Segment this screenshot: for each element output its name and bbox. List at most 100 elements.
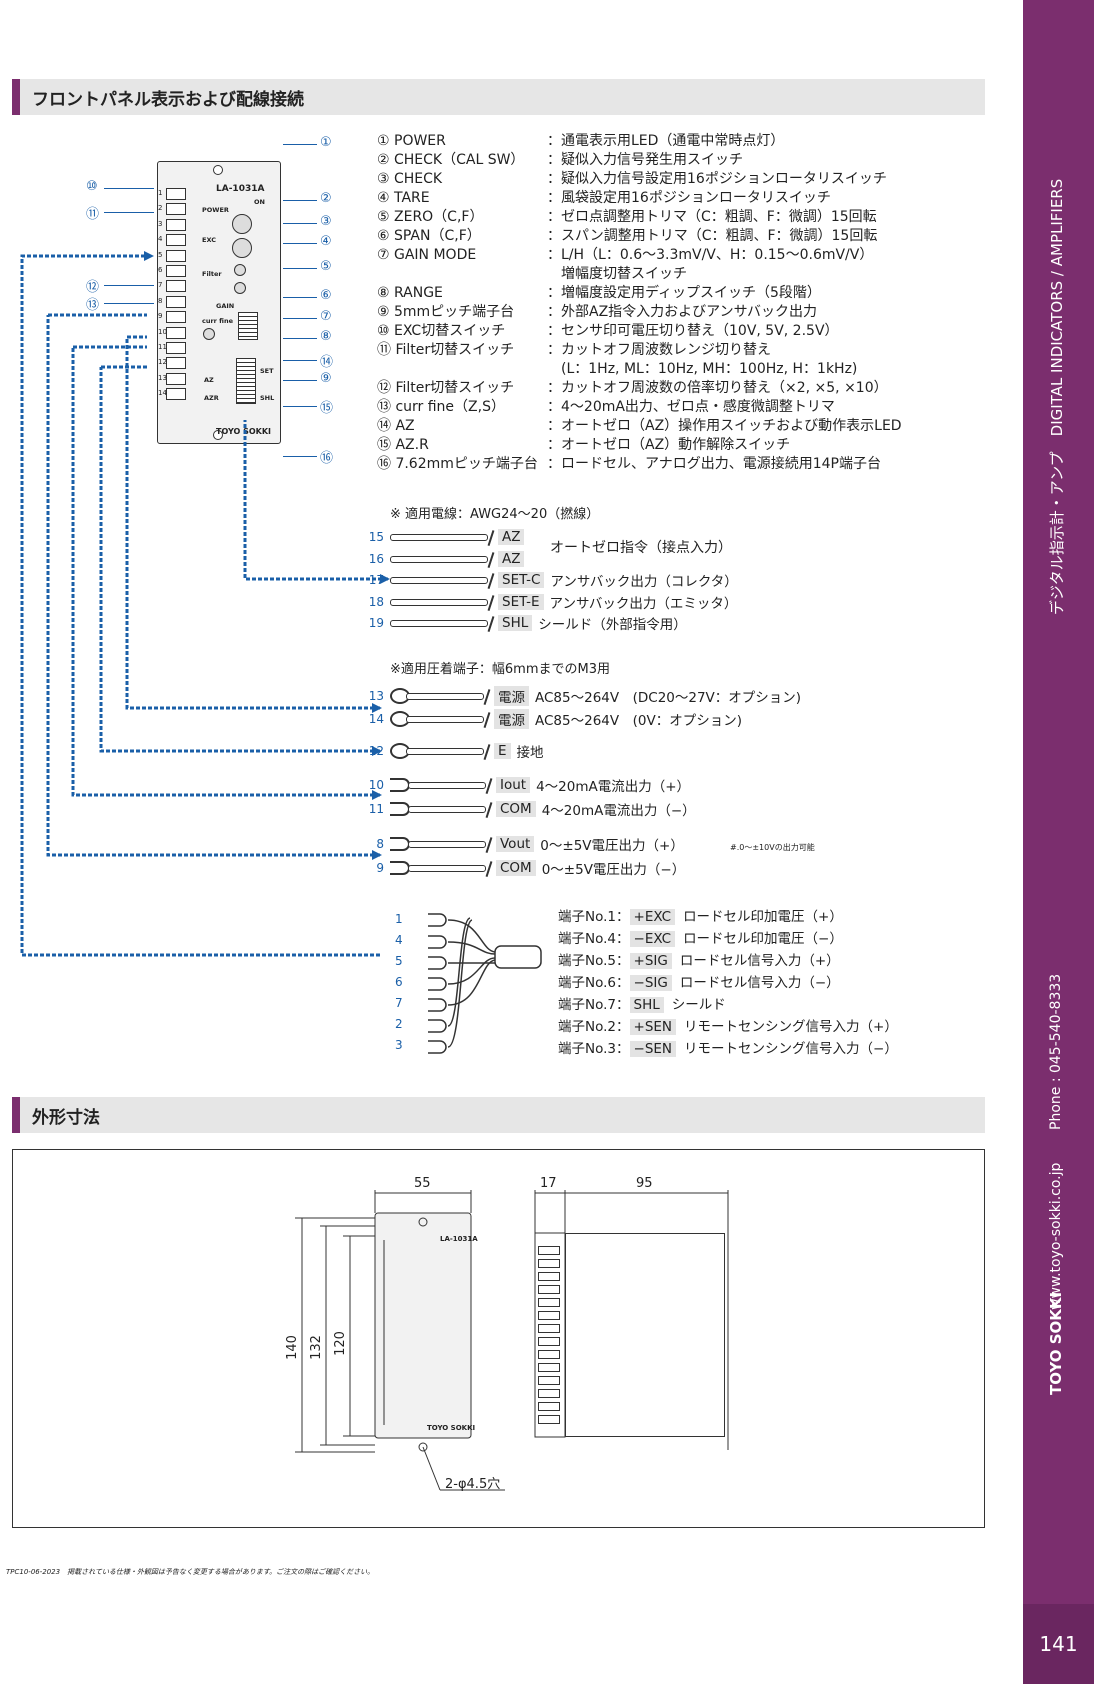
- wire-cable-icon: [390, 598, 488, 606]
- loadcell-terminal-number: 7: [395, 996, 403, 1010]
- spec-row: ② CHECK（CAL SW）：疑似入力信号発生用スイッチ: [377, 151, 902, 170]
- side-view-terminal: [538, 1376, 560, 1385]
- panel-terminal: [166, 280, 186, 293]
- panel-filter-label: Filter: [202, 270, 222, 278]
- wire-tag: SET-C: [498, 572, 545, 588]
- footer-note: TPC10-06-2023 掲載されている仕様・外観図は予告なく変更する場合があ…: [6, 1568, 375, 1576]
- spec-key: ⑮ AZ.R: [377, 437, 429, 453]
- side-view-terminal: [538, 1402, 560, 1411]
- spec-row: ⑧ RANGE ：増幅度設定用ディップスイッチ（5段階）: [377, 284, 902, 303]
- spec-value: ：オートゼロ（AZ）操作用スイッチおよび動作表示LED: [547, 418, 902, 434]
- loadcell-terminal-number: 3: [395, 1038, 403, 1052]
- sidebar-phone: Phone : 045-540-8333: [1048, 973, 1064, 1130]
- spec-value: 増幅度切替スイッチ: [547, 266, 687, 282]
- callout-13: ⑬: [86, 298, 100, 313]
- callout-line: [104, 212, 154, 213]
- side-view-terminal: [538, 1298, 560, 1307]
- loadcell-tag: +SIG: [629, 953, 672, 969]
- spec-list: ① POWER：通電表示用LED（通電中常時点灯）② CHECK（CAL SW）…: [377, 132, 902, 474]
- wire-tag: 電源: [494, 686, 529, 706]
- side-view-terminal: [538, 1337, 560, 1346]
- wire-note: ※ 適用電線：AWG24〜20（撚線）: [390, 507, 600, 522]
- dim-height-120: 120: [332, 1331, 348, 1356]
- dim-height-132: 132: [308, 1335, 324, 1360]
- panel-terminal: [166, 188, 186, 200]
- callout-11: ⑪: [86, 207, 100, 222]
- loadcell-row: 端子No.5：+SIG ロードセル信号入力（+）: [558, 949, 898, 971]
- callout-9: ⑨: [320, 371, 332, 386]
- wire-tag: SET-E: [498, 594, 544, 610]
- dim-height-140: 140: [284, 1335, 300, 1360]
- spec-value: ：ロードセル、アナログ出力、電源接続用14P端子台: [547, 456, 881, 472]
- side-view-terminal: [538, 1311, 560, 1320]
- front-panel-drawing: LA-1031A POWER ON EXC Filter GAIN curr f…: [157, 161, 281, 444]
- mount-hole-top: [213, 165, 223, 175]
- panel-terminal-number: 1: [158, 189, 163, 197]
- spec-row: 増幅度切替スイッチ: [377, 265, 902, 284]
- panel-terminal: [166, 249, 186, 262]
- tare-rotary-icon: [232, 238, 252, 258]
- spec-value: ：カットオフ周波数レンジ切り替え: [547, 342, 771, 358]
- panel-terminal-number: 5: [158, 250, 163, 259]
- wire-terminal-number: 18: [368, 595, 384, 609]
- dim-width: 55: [414, 1176, 431, 1191]
- callout-15: ⑮: [320, 401, 334, 416]
- spec-row: ⑪ Filter切替スイッチ：カットオフ周波数レンジ切り替え: [377, 341, 902, 360]
- fork-terminal-icon: [390, 802, 410, 816]
- dim-front-brand: TOYO SOKKI: [427, 1424, 476, 1432]
- fork-terminal-icon: [390, 778, 410, 792]
- spec-key: ⑧ RANGE: [377, 285, 443, 301]
- panel-terminal-number: 8: [158, 296, 163, 305]
- spec-value: ：増幅度設定用ディップスイッチ（5段階）: [547, 285, 821, 301]
- spec-row: ⑭ AZ ：オートゼロ（AZ）操作用スイッチおよび動作表示LED: [377, 417, 902, 436]
- wire-description: アンサバック出力（エミッタ）: [549, 596, 738, 612]
- panel-terminal: [166, 265, 186, 277]
- spec-key: ⑭ AZ: [377, 418, 415, 434]
- callout-4: ④: [320, 234, 332, 249]
- section-header-dimensions: 外形寸法: [12, 1097, 985, 1133]
- wire-tag: Iout: [496, 777, 531, 793]
- side-view-body: [565, 1233, 725, 1437]
- spec-row: (L：1Hz, ML：10Hz, MH：100Hz, H：1kHz): [377, 360, 902, 379]
- wire-cable-icon: [408, 864, 486, 872]
- loadcell-description: リモートセンシング信号入力（+）: [684, 1019, 898, 1035]
- panel-model: LA-1031A: [216, 184, 265, 194]
- loadcell-terminal: 端子No.4：: [558, 931, 630, 947]
- side-view-terminal: [538, 1246, 560, 1255]
- spec-row: ⑦ GAIN MODE：L/H（L：0.6〜3.3mV/V、H：0.15〜0.6…: [377, 246, 902, 265]
- panel-on-label: ON: [254, 198, 265, 206]
- panel-exc-label: EXC: [202, 236, 216, 244]
- spec-row: ① POWER：通電表示用LED（通電中常時点灯）: [377, 132, 902, 151]
- wire-terminal-number: 17: [368, 573, 384, 587]
- loadcell-terminal-number: 6: [395, 975, 403, 989]
- callout-line: [283, 338, 317, 339]
- loadcell-description: ロードセル印加電圧（−）: [683, 931, 843, 947]
- loadcell-description: ロードセル信号入力（+）: [679, 953, 840, 969]
- spec-key: ④ TARE: [377, 190, 430, 206]
- spec-key: [377, 265, 547, 284]
- spec-row: ⑨ 5mmピッチ端子台：外部AZ指令入力およびアンサバック出力: [377, 303, 902, 322]
- spec-value: ：スパン調整用トリマ（C：粗調、F：微調）15回転: [547, 228, 878, 244]
- panel-terminal: [166, 234, 186, 247]
- wire-cable-icon: [408, 781, 486, 789]
- wire-description: シールド（外部指令用）: [538, 617, 687, 633]
- wire-terminal-number: 13: [368, 689, 384, 703]
- loadcell-terminal: 端子No.5：: [558, 953, 630, 969]
- wire-cable-icon: [408, 840, 486, 848]
- spec-row: ⑬ curr fine（Z,S）：4〜20mA出力、ゼロ点・感度微調整トリマ: [377, 398, 902, 417]
- panel-terminal-number: 7: [158, 281, 163, 290]
- panel-shl-label: SHL: [260, 394, 275, 402]
- spec-key: ⑫ Filter切替スイッチ: [377, 380, 515, 396]
- side-view-terminal: [538, 1415, 560, 1424]
- wire-description: 4〜20mA電流出力（−）: [541, 803, 696, 819]
- spec-row: ⑫ Filter切替スイッチ：カットオフ周波数の倍率切り替え（×2, ×5, ×…: [377, 379, 902, 398]
- spec-value: ：風袋設定用16ポジションロータリスイッチ: [547, 190, 831, 206]
- wire-cable-icon: [390, 576, 488, 584]
- wire-tag: E: [494, 743, 511, 759]
- callout-14: ⑭: [320, 355, 334, 370]
